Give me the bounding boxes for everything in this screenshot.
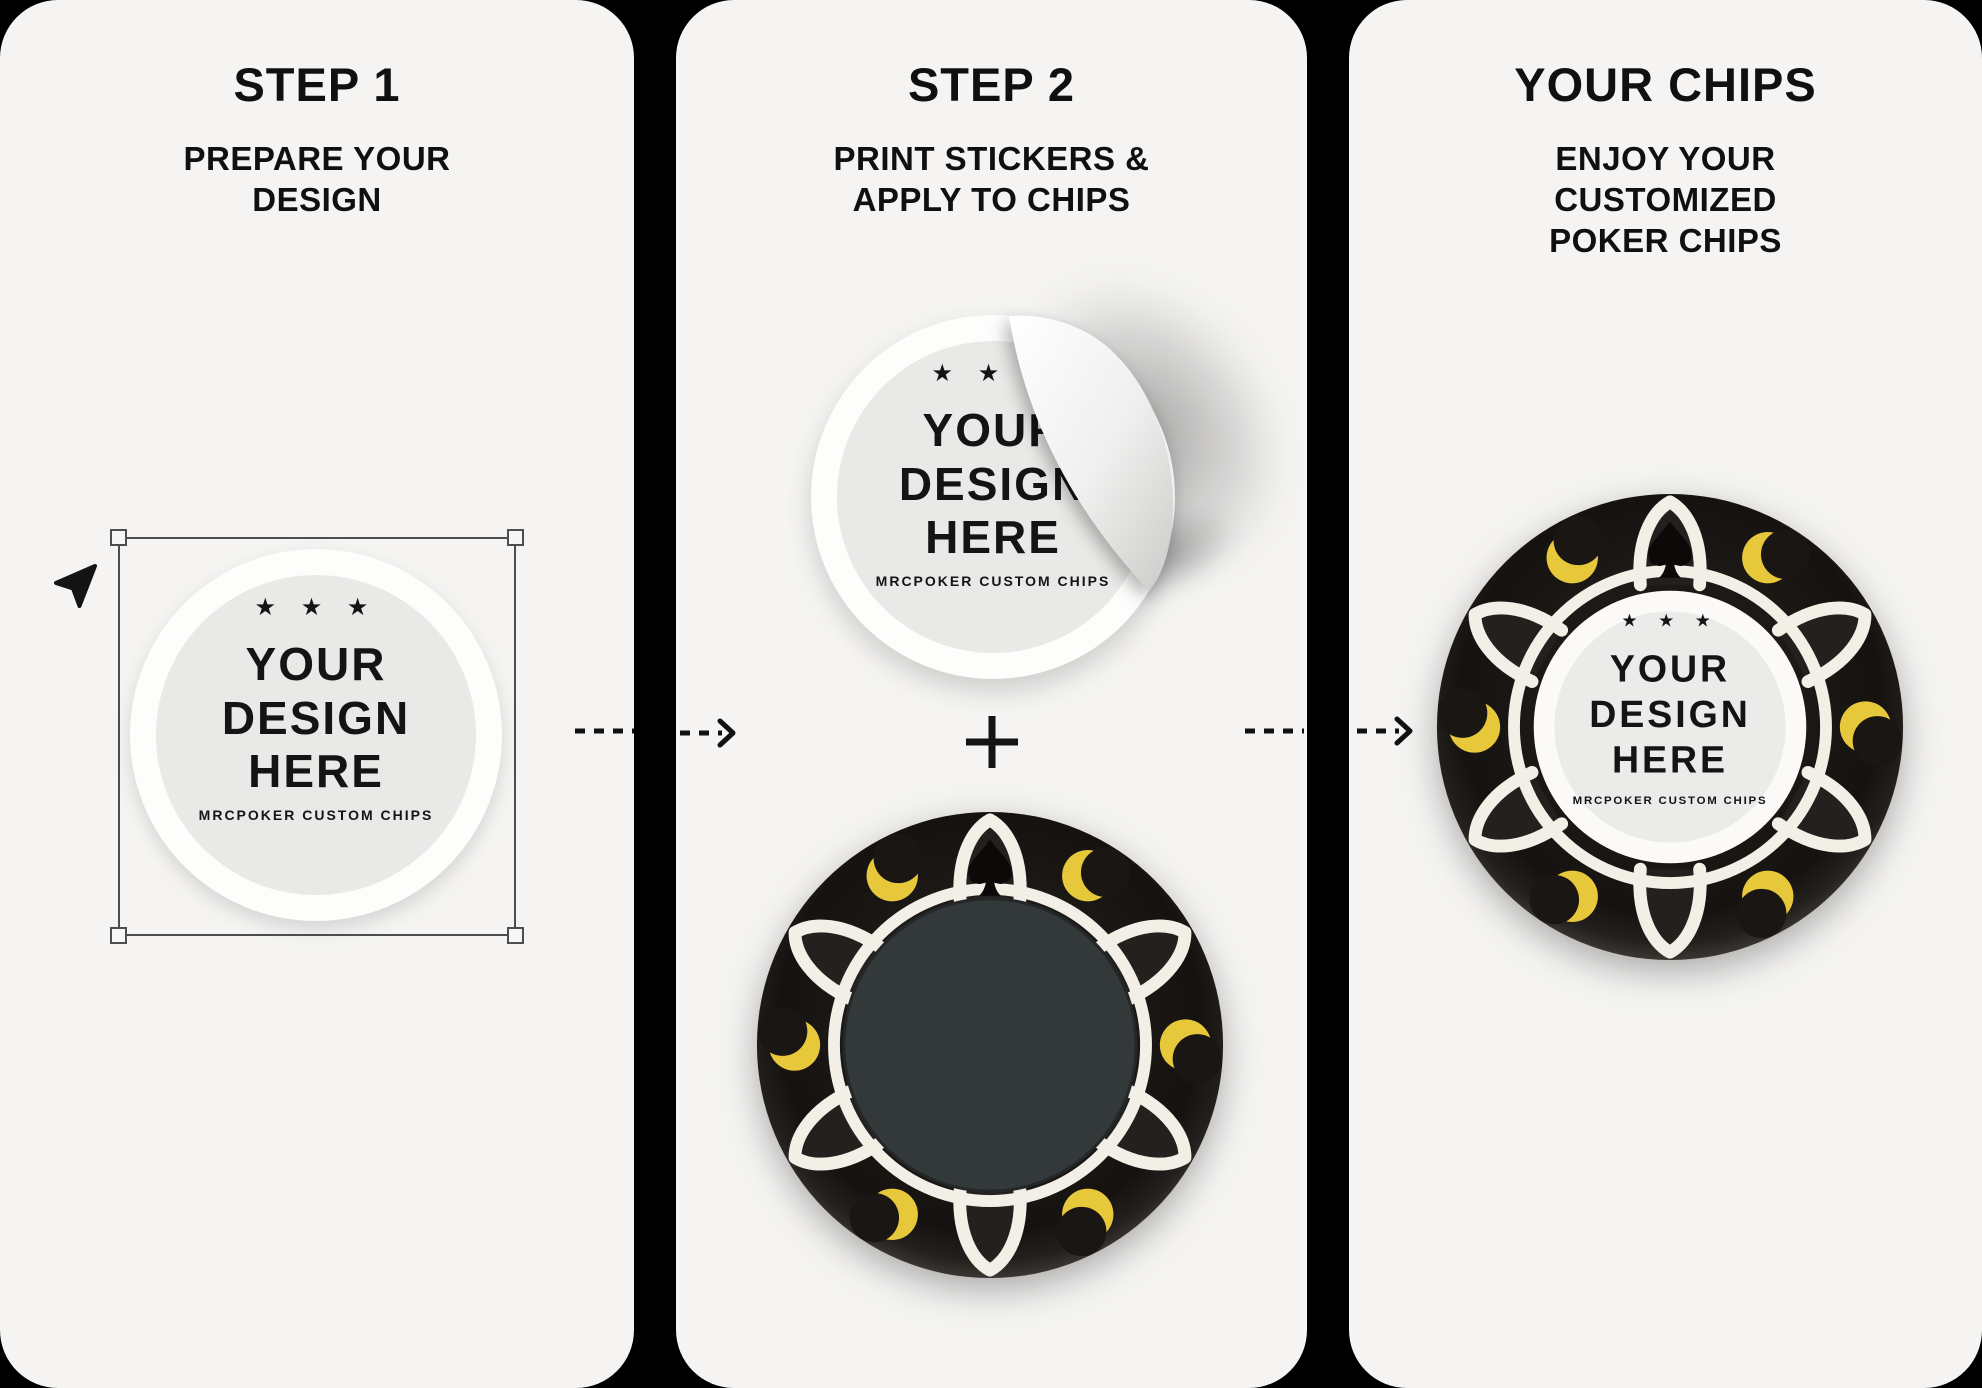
design-brand: MRCPOKER CUSTOM CHIPS (1573, 795, 1768, 807)
arrow-right-dashed-tail (1245, 728, 1304, 734)
step2-subtitle-line1: PRINT STICKERS & (833, 140, 1150, 177)
result-subtitle: ENJOY YOUR CUSTOMIZED POKER CHIPS (1349, 138, 1982, 261)
step1-subtitle-line1: PREPARE YOUR (183, 140, 451, 177)
design-line3: HERE (1612, 738, 1728, 780)
result-card: YOUR CHIPS ENJOY YOUR CUSTOMIZED POKER C… (1349, 0, 1982, 1388)
result-title: YOUR CHIPS (1514, 58, 1817, 111)
design-line2: DESIGN (221, 692, 411, 744)
sticker-peel-flap (1009, 315, 1174, 591)
applied-sticker-inner-circle (1554, 611, 1786, 843)
chip-blank-center (842, 897, 1138, 1193)
selection-handle-bottom-right (507, 927, 524, 944)
design-line1: YOUR (245, 638, 387, 690)
design-line2: DESIGN (1589, 693, 1751, 735)
design-stars: ★ ★ ★ (1621, 610, 1718, 630)
step2-subtitle: PRINT STICKERS & APPLY TO CHIPS (676, 138, 1307, 220)
result-subtitle-line1: ENJOY YOUR (1555, 140, 1776, 177)
design-brand: MRCPOKER CUSTOM CHIPS (198, 807, 434, 823)
design-line1: YOUR (1610, 648, 1730, 690)
step2-subtitle-line2: APPLY TO CHIPS (852, 181, 1131, 218)
arrow-right-dashed-head (680, 718, 736, 748)
design-line3: HERE (925, 511, 1061, 563)
selection-handle-top-left (110, 529, 127, 546)
selection-handle-top-right (507, 529, 524, 546)
design-sticker-inner-circle (156, 575, 476, 895)
step2-title: STEP 2 (907, 58, 1076, 111)
design-brand: MRCPOKER CUSTOM CHIPS (875, 573, 1111, 589)
design-sticker-flat: ★ ★ ★ YOUR DESIGN HERE MRCPOKER CUSTOM C… (130, 549, 502, 921)
step1-title: STEP 1 (233, 58, 401, 111)
arrow-right-dashed-tail (575, 728, 634, 734)
design-stars: ★ ★ ★ (254, 594, 378, 621)
design-line2: DESIGN (898, 458, 1088, 510)
step1-subtitle: PREPARE YOUR DESIGN (0, 138, 634, 220)
poker-chip-blank (756, 811, 1224, 1279)
design-line3: HERE (248, 745, 384, 797)
plus-icon (966, 716, 1018, 768)
step1-subtitle-line2: DESIGN (252, 181, 382, 218)
step2-card: STEP 2 PRINT STICKERS & APPLY TO CHIPS ★… (676, 0, 1307, 1388)
step1-card: STEP 1 PREPARE YOUR DESIGN ★ ★ ★ YOUR DE… (0, 0, 634, 1388)
selection-handle-bottom-left (110, 927, 127, 944)
cursor-pointer-icon (54, 564, 97, 608)
result-subtitle-line2: CUSTOMIZED (1554, 181, 1777, 218)
result-subtitle-line3: POKER CHIPS (1549, 222, 1782, 259)
poker-chip-customized: ★ ★ ★ YOUR DESIGN HERE MRCPOKER CUSTOM C… (1436, 493, 1904, 961)
arrow-right-dashed-head (1357, 716, 1413, 746)
design-selection-box (110, 529, 524, 944)
